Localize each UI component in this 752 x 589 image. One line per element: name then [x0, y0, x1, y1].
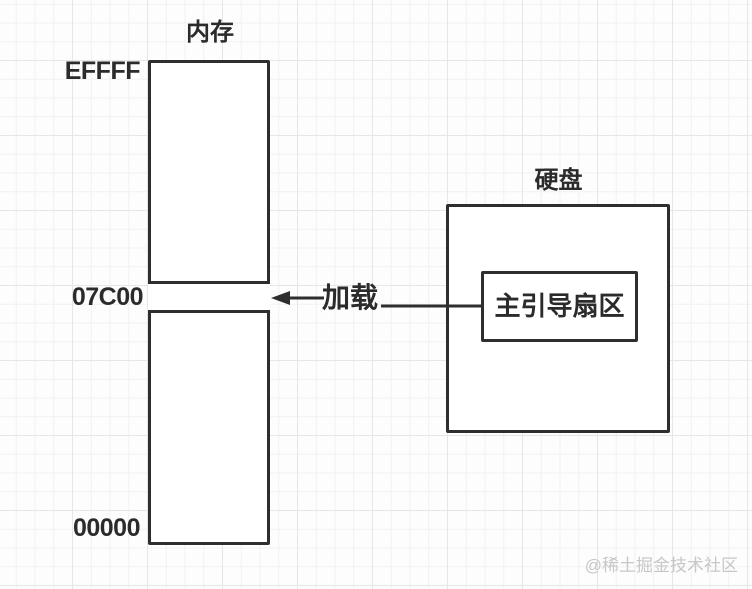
boot-sector-label: 主引导扇区	[494, 291, 625, 322]
disk-title: 硬盘	[534, 167, 583, 194]
watermark: @稀土掘金技术社区	[584, 556, 738, 575]
load-arrow-label: 加载	[322, 282, 379, 313]
memory-addr-top: EFFFF	[64, 57, 141, 85]
memory-boot-band	[148, 281, 270, 313]
memory-title: 内存	[186, 19, 234, 46]
load-arrow	[271, 291, 486, 308]
arrowhead-left-icon	[271, 291, 290, 305]
boot-sector-box: 主引导扇区	[481, 271, 638, 342]
memory-addr-bottom: 00000	[72, 514, 141, 542]
memory-addr-mid: 07C00	[71, 283, 144, 311]
